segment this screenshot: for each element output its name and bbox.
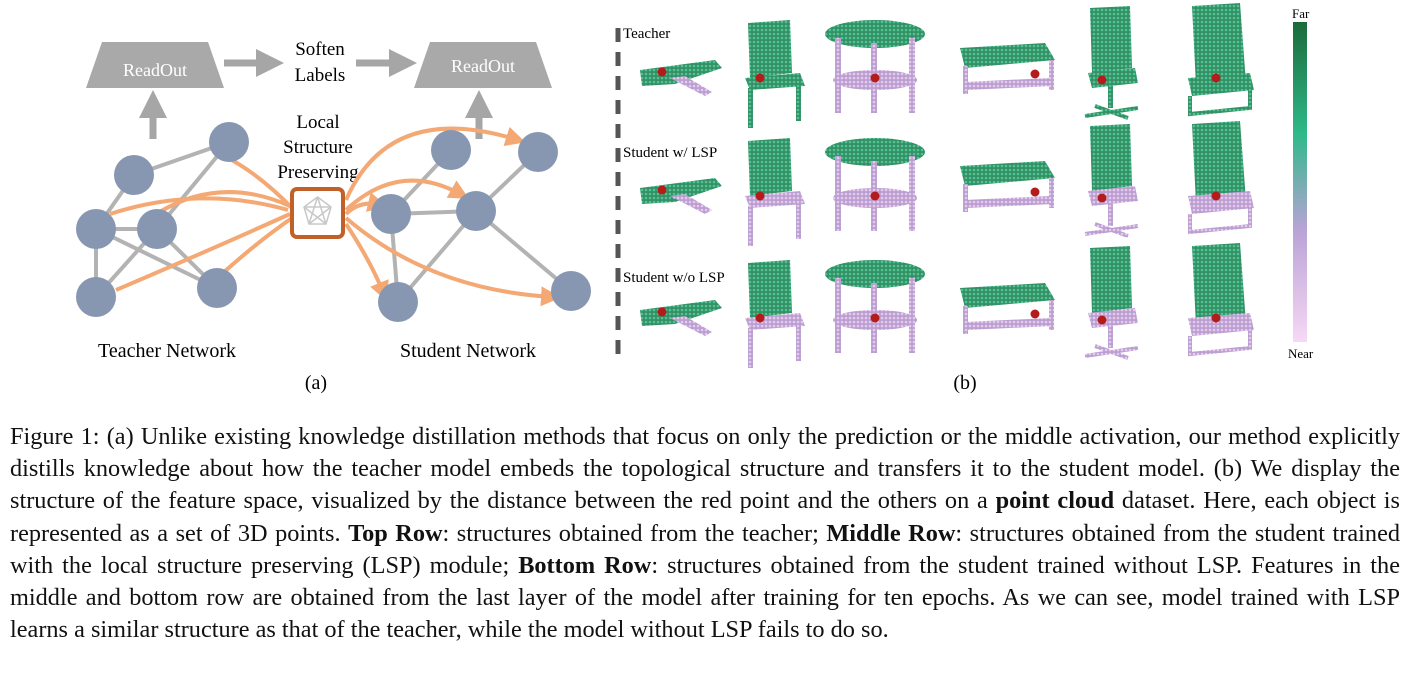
panel-a-diagram: ReadOut ReadOut Soften Labels Local Stru… [76, 39, 591, 394]
red-query-point [1030, 309, 1040, 319]
red-query-point [870, 73, 880, 83]
point-cloud-office-chair-row3 [1084, 246, 1139, 360]
red-query-point [1030, 69, 1040, 79]
teacher-nodes [76, 122, 249, 317]
red-query-point [1211, 73, 1221, 83]
pentagon-graph-icon [303, 196, 332, 225]
caption-text-1: Figure 1: (a) Unlike existing knowledge … [10, 423, 1400, 515]
lsp-module-box [290, 187, 345, 239]
red-query-point [755, 73, 765, 83]
row-label-student-with-lsp: Student w/ LSP [623, 145, 717, 161]
point-cloud-rect-table-row3 [960, 283, 1055, 334]
caption-bold-point-cloud: point cloud [995, 487, 1115, 515]
point-cloud-office-chair-row2 [1084, 124, 1139, 238]
readout-left-label: ReadOut [123, 60, 187, 80]
red-query-point [657, 307, 667, 317]
student-network-label: Student Network [400, 340, 536, 362]
caption-text-2: dataset. Here, each object is represente… [10, 487, 1400, 547]
caption-text-5: : structures obtained from the student t… [10, 551, 1400, 644]
red-query-point [870, 191, 880, 201]
lsp-label-line2: Structure [283, 137, 353, 158]
lsp-label-line1: Local [296, 112, 339, 133]
point-cloud-airplane-row1 [640, 60, 722, 96]
point-cloud-chair-row2 [745, 138, 805, 246]
caption-text-4: : structures obtained from the student t… [10, 519, 1401, 579]
readout-right-label: ReadOut [451, 56, 515, 76]
point-cloud-round-table-row3 [825, 260, 925, 353]
point-cloud-rect-table-row1 [960, 43, 1055, 94]
point-cloud-chair-row1 [745, 20, 805, 128]
point-cloud-round-table-row1 [825, 20, 925, 113]
point-cloud-rect-table-row2 [960, 161, 1055, 212]
panel-a-sublabel: (a) [305, 372, 327, 394]
row-label-student-without-lsp: Student w/o LSP [623, 270, 725, 286]
caption-bold-middle-row: Middle Row [826, 519, 956, 547]
point-cloud-round-table-row2 [825, 138, 925, 231]
point-cloud-airplane-row3 [640, 300, 722, 336]
red-query-point [657, 185, 667, 195]
soften-label-line2: Labels [295, 65, 346, 86]
panel-b-point-clouds: Teacher Student w/ LSP Student w/o LSP F… [615, 3, 1314, 394]
colorbar-near-label: Near [1288, 346, 1314, 361]
point-cloud-grid [640, 3, 1254, 368]
caption-bold-top-row: Top Row [348, 519, 443, 547]
orange-transfer-arrows [109, 126, 561, 307]
red-query-point [657, 67, 667, 77]
teacher-network-label: Teacher Network [98, 340, 236, 362]
red-query-point [755, 191, 765, 201]
colorbar [1293, 22, 1307, 342]
point-cloud-chair-row3 [745, 260, 805, 368]
readout-right: ReadOut [414, 42, 552, 88]
red-query-point [1097, 75, 1107, 85]
red-query-point [870, 313, 880, 323]
point-cloud-armchair-row3 [1188, 243, 1254, 357]
soften-label-line1: Soften [295, 39, 345, 60]
figure-caption: Figure 1: (a) Unlike existing knowledge … [10, 421, 1400, 646]
row-label-teacher: Teacher [623, 26, 670, 42]
lsp-label-line3: Preserving [277, 162, 359, 183]
red-query-point [1211, 191, 1221, 201]
readout-left: ReadOut [86, 42, 224, 88]
red-query-point [1097, 315, 1107, 325]
point-cloud-office-chair-row1 [1084, 6, 1139, 120]
panel-b-sublabel: (b) [953, 372, 976, 394]
red-query-point [1030, 187, 1040, 197]
colorbar-far-label: Far [1292, 6, 1310, 21]
point-cloud-airplane-row2 [640, 178, 722, 214]
caption-bold-bottom-row: Bottom Row [518, 551, 652, 579]
point-cloud-armchair-row1 [1188, 3, 1254, 117]
red-query-point [755, 313, 765, 323]
red-query-point [1211, 313, 1221, 323]
point-cloud-armchair-row2 [1188, 121, 1254, 235]
caption-text-3: : structures obtained from the teacher; [442, 519, 827, 547]
student-nodes [371, 130, 591, 322]
red-query-point [1097, 193, 1107, 203]
